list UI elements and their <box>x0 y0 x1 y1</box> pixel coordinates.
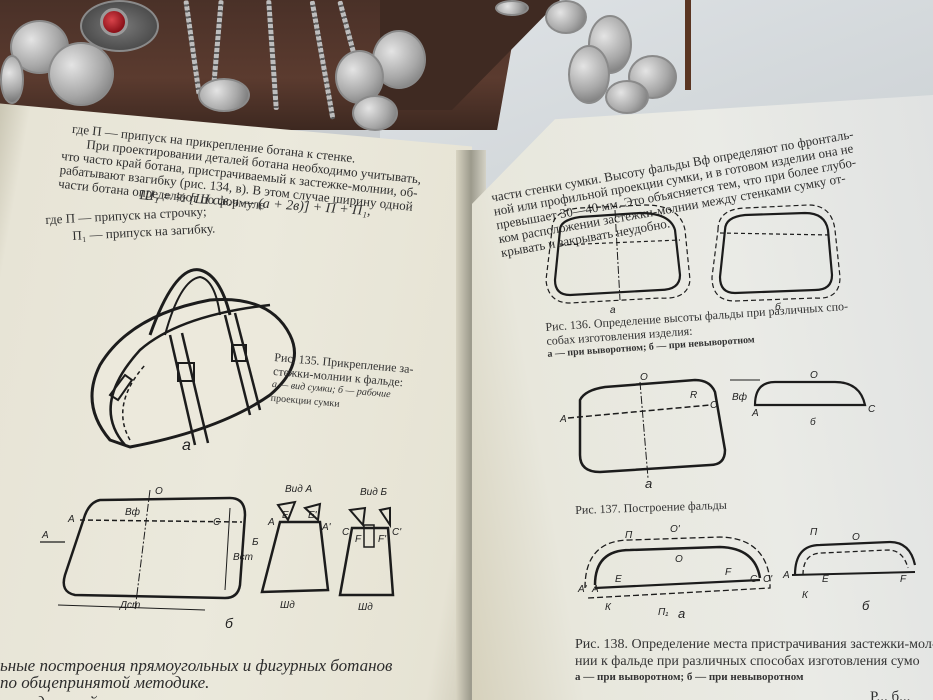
silver-coin <box>48 42 114 106</box>
label-o: О <box>675 554 683 565</box>
label-p: П <box>625 530 633 541</box>
caption-title: Рис. 138. Определение места пристрачиван… <box>575 637 933 652</box>
arrow-a-label: А <box>41 530 49 541</box>
figure-136-diagrams: а б <box>545 204 841 316</box>
label-c: С <box>342 527 350 538</box>
label-c1: С' <box>763 574 773 585</box>
silver-coin <box>495 0 529 16</box>
label-k: К <box>802 590 809 601</box>
figure-label-b: б <box>225 615 234 631</box>
leather-strap <box>685 0 691 90</box>
label-r: R <box>690 390 697 401</box>
label-f: F <box>725 567 732 578</box>
label-c: С <box>868 404 876 415</box>
figure-label-a: а <box>610 305 616 316</box>
label-o: О <box>640 372 648 383</box>
label-c: С <box>213 517 221 528</box>
red-gem <box>100 8 128 36</box>
figure-135-caption: Рис. 135. Прикрепление за- стежки-молнии… <box>270 350 414 418</box>
figure-label-a: а <box>678 606 685 621</box>
label-f: F <box>355 534 362 545</box>
label-p: П <box>810 527 818 538</box>
figure-label-a: а <box>182 437 191 454</box>
label-a: А <box>591 584 599 595</box>
label-c: С <box>710 400 718 411</box>
silver-coin <box>568 45 610 104</box>
label-bf: Вф <box>125 506 141 518</box>
label-o1: О' <box>670 524 681 535</box>
figure-138-caption: Рис. 138. Определение места пристрачиван… <box>575 636 933 684</box>
label-shd: Шд <box>358 602 373 613</box>
view-b-label: Вид Б <box>360 487 388 498</box>
view-a-label: Вид А <box>285 484 313 495</box>
silver-coin <box>545 0 587 34</box>
label-a1: А' <box>577 584 588 595</box>
label-a: А <box>267 517 275 528</box>
silver-coin <box>352 95 398 131</box>
label-shd: Шд <box>280 600 295 611</box>
label-a: А <box>559 414 567 425</box>
label-c: С <box>750 574 758 585</box>
label-c1: С' <box>392 527 402 538</box>
label-a: А <box>67 514 75 525</box>
text-line: ьные построения прямоугольных и фигурных… <box>0 656 393 675</box>
figure-137-diagrams: О А С R а Вф А С О б <box>559 370 876 491</box>
figure-135b-projections: О А С Вф Вст Дст А Б Вид А Е Е' А А' Шд … <box>40 484 402 631</box>
arrow-b-label: Б <box>252 537 259 548</box>
label-p1: П₁ <box>658 607 668 618</box>
bag-illustration: а <box>90 268 296 454</box>
silver-coin <box>198 78 250 112</box>
label-e: Е <box>282 510 289 521</box>
label-a1: А' <box>321 522 332 533</box>
text-line: ение деталей сумок, закрывающихся на зас… <box>0 692 398 700</box>
figure-label-b: б <box>810 416 816 428</box>
label-a: А <box>751 408 759 419</box>
figure-label-b: б <box>775 301 781 313</box>
caption-subtitle: а — при выворотном; б — при невыворотном <box>575 671 804 683</box>
figure-label-a: а <box>645 476 652 491</box>
text-fragment: Р... б... <box>870 689 911 700</box>
label-a: А <box>782 570 790 581</box>
label-e1: Е' <box>308 510 318 521</box>
label-o: О <box>155 486 163 497</box>
label-bst: Вст <box>233 552 253 563</box>
label-o: О <box>852 532 860 543</box>
caption-title: нии к фальде при различных способах изго… <box>575 654 920 669</box>
label-bf: Вф <box>732 391 748 403</box>
label-e: Е <box>615 574 622 585</box>
label-e: Е <box>822 574 829 585</box>
right-book-page <box>472 95 933 700</box>
figure-138-diagrams: А' А Е F С С' О' О П П₁ К а А Е F О П К … <box>577 524 917 621</box>
label-f: F <box>900 574 907 585</box>
label-k: К <box>605 602 612 613</box>
label-f1: F' <box>378 534 387 545</box>
text-line: по общепринятой методике. <box>0 673 210 692</box>
label-dst: Дст <box>119 600 140 611</box>
silver-coin <box>0 55 24 104</box>
silver-coin <box>605 80 649 114</box>
label-o: О <box>810 370 818 381</box>
figure-label-b: б <box>862 598 870 613</box>
